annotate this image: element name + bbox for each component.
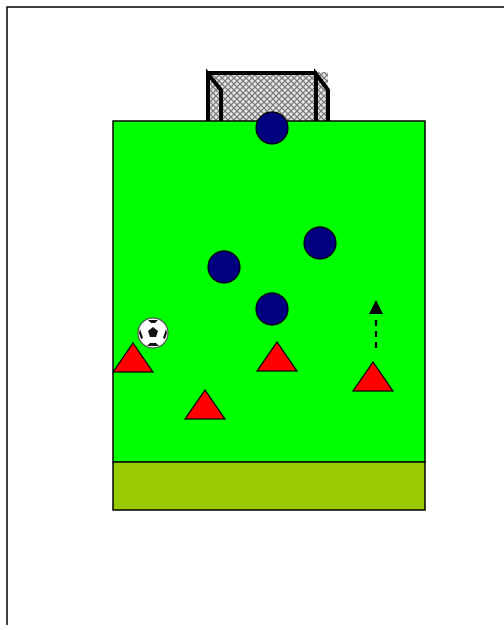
defender-right [304,227,336,259]
goalkeeper [256,112,288,144]
defender-left [208,251,240,283]
soccer-ball-icon [138,318,168,348]
end-zone [113,462,425,510]
defender-center [256,293,288,325]
pitch [113,121,425,462]
ball-highlight [144,324,152,329]
